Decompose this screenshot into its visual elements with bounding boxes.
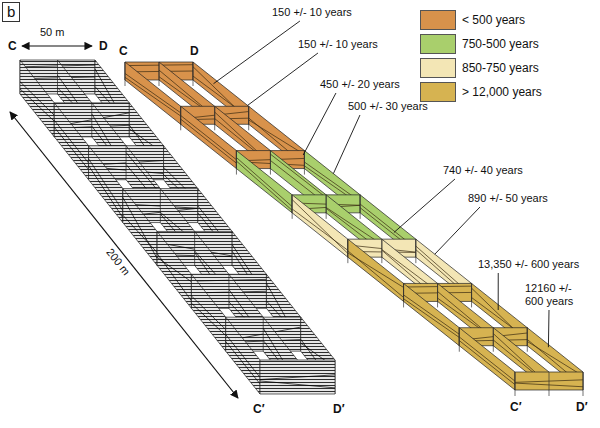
stratum-line bbox=[89, 166, 123, 218]
fence-panel bbox=[125, 62, 181, 124]
dimension-arrow bbox=[22, 45, 92, 46]
fence-panel bbox=[260, 360, 335, 394]
borehole-post bbox=[193, 62, 194, 86]
stratum-line bbox=[260, 381, 335, 388]
leader-line bbox=[248, 53, 318, 105]
age-callout: 12160 +/- 600 years bbox=[525, 282, 585, 308]
profile-end-label: C′ bbox=[253, 402, 265, 416]
borehole-post bbox=[214, 106, 215, 130]
fence-panel bbox=[236, 151, 292, 213]
fence-panel bbox=[20, 60, 54, 137]
dimension-arrow bbox=[10, 112, 238, 398]
leader-line bbox=[548, 310, 550, 347]
borehole-post bbox=[326, 195, 327, 219]
legend-text: 750-500 years bbox=[462, 37, 539, 51]
legend-text: < 500 years bbox=[462, 13, 525, 27]
legend-swatch bbox=[420, 34, 456, 54]
fence-blocks bbox=[20, 60, 583, 396]
borehole-post bbox=[415, 239, 416, 263]
profile-end-label: C bbox=[119, 44, 128, 58]
fence-panel bbox=[89, 146, 123, 223]
fence-panel bbox=[459, 328, 515, 390]
legend-text: 850-750 years bbox=[462, 61, 539, 75]
legend-swatch bbox=[420, 82, 456, 102]
fence-panel bbox=[348, 239, 404, 301]
age-callout: 150 +/- 10 years bbox=[272, 6, 352, 19]
borehole-post bbox=[159, 62, 160, 86]
borehole-post bbox=[437, 283, 438, 307]
stratum-line bbox=[20, 82, 54, 116]
legend-text: > 12,000 years bbox=[462, 85, 542, 99]
fence-panel bbox=[191, 274, 225, 351]
stratum-line bbox=[191, 303, 225, 335]
stratum-line bbox=[123, 215, 157, 252]
fence-panel bbox=[292, 195, 348, 257]
borehole-post bbox=[270, 151, 271, 175]
leader-line bbox=[435, 207, 480, 254]
borehole-post bbox=[527, 328, 528, 352]
stratum-line bbox=[126, 153, 160, 194]
panel-letter-box: b bbox=[2, 2, 20, 22]
stratum-line bbox=[20, 89, 54, 121]
borehole-post bbox=[292, 195, 293, 219]
leader-line bbox=[333, 115, 360, 174]
borehole-post bbox=[360, 195, 361, 219]
borehole-post bbox=[125, 62, 126, 86]
stratum-line bbox=[89, 159, 123, 211]
borehole-post bbox=[403, 283, 404, 307]
fence-panel bbox=[226, 317, 260, 394]
stratum-line bbox=[260, 375, 335, 380]
borehole-post bbox=[471, 283, 472, 307]
profile-end-label: C′ bbox=[510, 400, 522, 414]
stratum-line bbox=[54, 127, 88, 169]
leader-lines bbox=[214, 21, 550, 347]
panel-letter: b bbox=[7, 3, 15, 20]
borehole-post bbox=[459, 328, 460, 352]
leader-line bbox=[214, 21, 300, 84]
leader-line bbox=[394, 179, 455, 233]
profile-end-label: D′ bbox=[333, 402, 345, 416]
profile-end-label: D bbox=[190, 44, 199, 58]
borehole-post bbox=[236, 151, 237, 175]
profile-end-label: C bbox=[8, 39, 17, 53]
fence-panel bbox=[404, 283, 460, 345]
age-callout: 150 +/- 10 years bbox=[298, 38, 378, 51]
borehole-post bbox=[583, 372, 584, 396]
borehole-post bbox=[381, 239, 382, 263]
stratum-line bbox=[157, 254, 191, 301]
borehole-post bbox=[493, 328, 494, 352]
age-callout: 450 +/- 20 years bbox=[320, 78, 400, 91]
stratum-line bbox=[226, 335, 260, 378]
fence-panel bbox=[123, 189, 157, 266]
stratum-line bbox=[226, 342, 260, 384]
dimension-label: 50 m bbox=[40, 26, 64, 39]
leader-line bbox=[498, 273, 499, 310]
age-callout: 13,350 +/- 600 years bbox=[478, 258, 579, 271]
borehole-post bbox=[515, 372, 516, 396]
legend-swatch bbox=[420, 10, 456, 30]
stratum-line bbox=[54, 120, 88, 163]
borehole-post bbox=[347, 239, 348, 263]
age-callout: 890 +/- 50 years bbox=[468, 192, 548, 205]
age-callout: 740 +/- 40 years bbox=[443, 164, 523, 177]
borehole-post bbox=[180, 106, 181, 130]
profile-end-label: D bbox=[99, 39, 108, 53]
stratum-line bbox=[191, 296, 225, 330]
borehole-post bbox=[248, 106, 249, 130]
age-callout: 500 +/- 30 years bbox=[348, 100, 428, 113]
leader-line bbox=[303, 93, 336, 155]
fence-panel bbox=[157, 231, 191, 308]
legend-swatch bbox=[420, 58, 456, 78]
stratum-line bbox=[123, 197, 157, 258]
borehole-post bbox=[549, 372, 550, 396]
fence-panel bbox=[181, 106, 237, 168]
fence-panel bbox=[54, 103, 88, 180]
profile-end-label: D′ bbox=[576, 400, 588, 414]
